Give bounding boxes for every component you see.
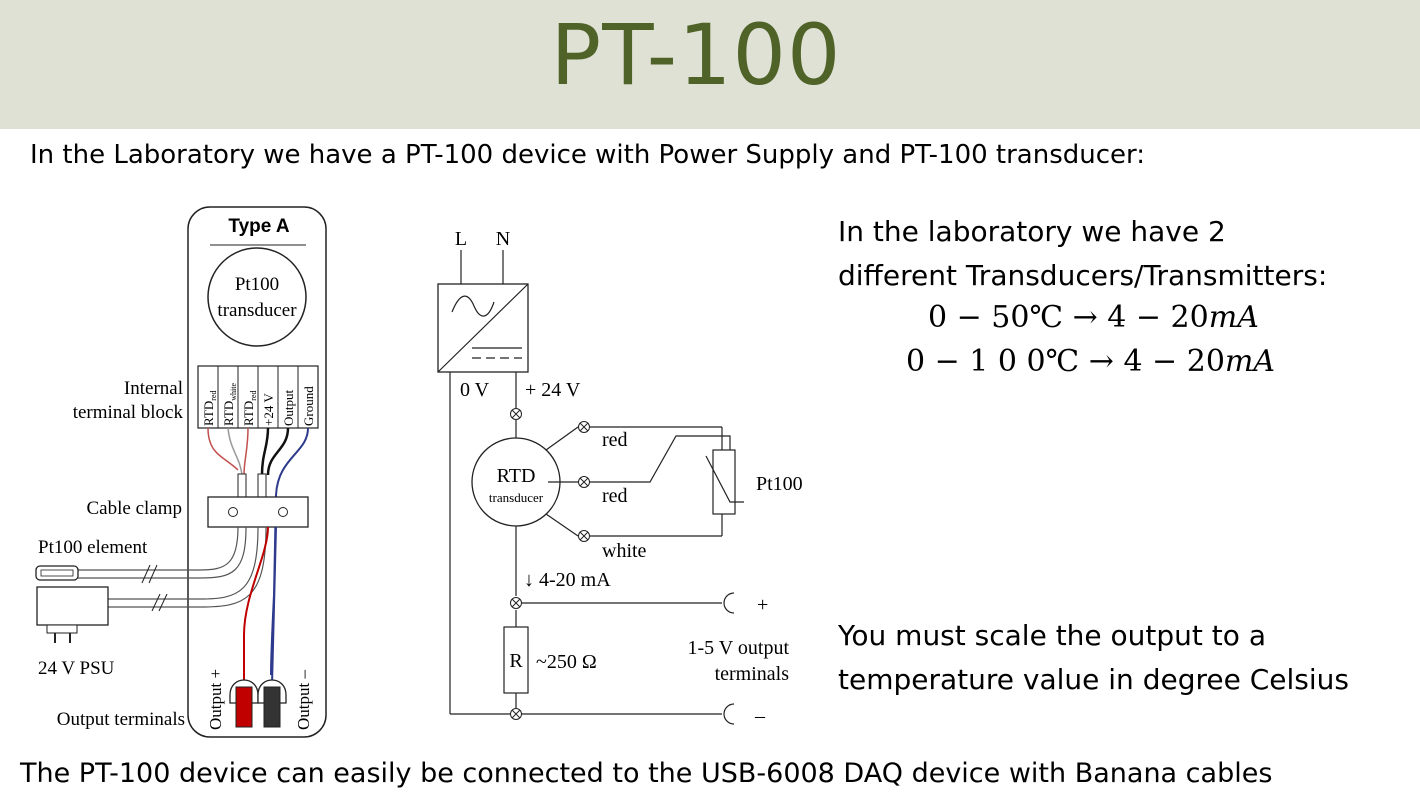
label-N: N <box>496 228 510 250</box>
plus-label: + <box>757 594 768 616</box>
cable-clamp <box>207 496 309 528</box>
terminal-ground: Ground <box>301 386 316 426</box>
output-plus-label: Output + <box>206 669 225 730</box>
wire-red-1 <box>207 427 239 471</box>
title-band <box>0 0 1420 129</box>
scale-text-line-1: You must scale the output to a <box>838 619 1266 652</box>
psu-label: 24 V PSU <box>38 658 115 679</box>
transducer-circle <box>207 247 307 347</box>
device-housing <box>187 206 327 738</box>
output-label-1: 1-5 V output <box>688 637 790 659</box>
psu-box <box>36 586 109 626</box>
resistor-label: R <box>509 650 523 672</box>
power-supply-box <box>437 283 529 373</box>
formula-2: 0 − 1 0 0℃ → 4 − 20mA <box>906 344 1276 379</box>
terminal-output: Output <box>281 390 296 427</box>
wire-white <box>227 427 243 476</box>
footer-text: The PT-100 device can easily be connecte… <box>20 758 1273 789</box>
cable-clamp-label: Cable clamp <box>87 498 183 519</box>
transducer-label-2: transducer <box>217 300 297 321</box>
terminal-rtd-white: RTDwhite <box>221 383 238 426</box>
circuit-schematic: L N 0 V + 24 V RTD transducer red red wh… <box>437 228 803 727</box>
output-label-2: terminals <box>715 663 790 685</box>
wire-black-24v <box>260 427 270 476</box>
wire-black-output <box>266 427 290 476</box>
wire-label-red-1: red <box>602 429 628 451</box>
pt100-element-label: Pt100 element <box>38 537 148 558</box>
terminal-rtd-red-2: RTDred <box>241 391 258 426</box>
internal-terminal-label-1: Internal <box>124 378 183 399</box>
label-24v: + 24 V <box>525 379 581 401</box>
terminal-24v: +24 V <box>261 393 276 426</box>
lab-transducers-line-1: In the laboratory we have 2 <box>838 215 1226 248</box>
label-0v: 0 V <box>460 379 490 401</box>
scale-text-line-2: temperature value in degree Celsius <box>838 663 1349 696</box>
rtd-label-1: RTD <box>497 465 536 487</box>
page-title: PT-100 <box>550 6 842 104</box>
wire-label-red-2: red <box>602 485 628 507</box>
wire-red-2 <box>243 427 249 476</box>
minus-label: – <box>754 705 766 727</box>
device-diagram: Type A Pt100 transducer Internal termina… <box>35 206 327 738</box>
output-minus-label: Output – <box>294 670 313 730</box>
pt100-sensor <box>712 449 736 515</box>
intro-text: In the Laboratory we have a PT-100 devic… <box>30 140 1146 170</box>
internal-terminal-label-2: terminal block <box>73 402 184 423</box>
resistance-label: ~250 Ω <box>536 651 597 673</box>
rtd-label-2: transducer <box>489 490 544 505</box>
wire-red-output <box>243 526 269 685</box>
output-terminals-label: Output terminals <box>57 709 185 730</box>
type-label: Type A <box>228 216 290 237</box>
pt100-label: Pt100 <box>756 473 803 495</box>
terminal-rtd-red-1: RTDred <box>201 391 218 426</box>
label-L: L <box>455 228 467 250</box>
wire-blue-ground <box>270 427 309 676</box>
wire-label-white: white <box>602 540 647 562</box>
lab-transducers-line-2: different Transducers/Transmitters: <box>838 259 1328 292</box>
current-label: ↓ 4-20 mA <box>524 569 611 591</box>
formula-1: 0 − 50℃ → 4 − 20mA <box>928 300 1259 335</box>
transducer-label-1: Pt100 <box>235 274 279 295</box>
